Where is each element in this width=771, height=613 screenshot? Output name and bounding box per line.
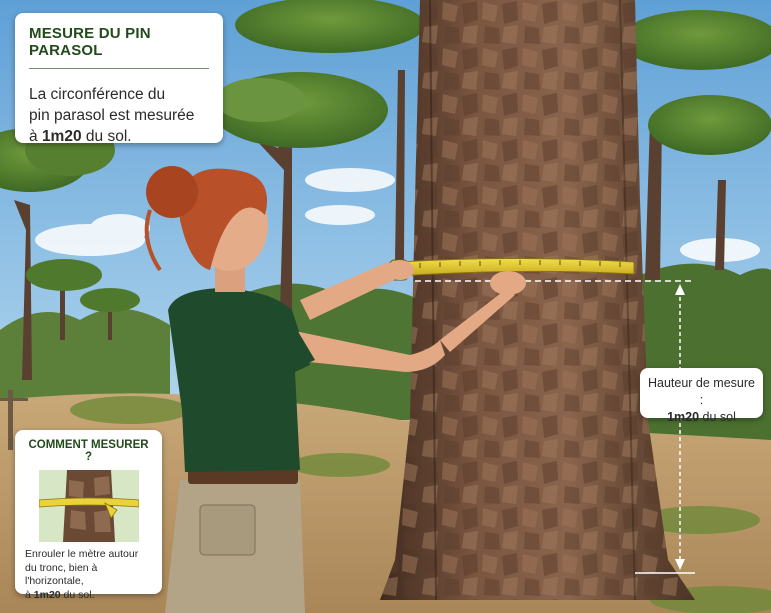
howto-card-line-2: du tronc, bien à l'horizontale, (25, 561, 98, 588)
title-card-line-1: La circonférence du (29, 86, 166, 103)
height-label-title: Hauteur de mesure : (647, 376, 755, 407)
howto-card-line-3-prefix: à (25, 588, 34, 601)
howto-card: COMMENT MESURER ? Enrouler le mètre auto… (15, 430, 162, 601)
height-label-suffix: du sol (699, 410, 736, 424)
height-label-value: 1m20 (667, 410, 700, 424)
howto-thumbnail (38, 470, 139, 542)
fence-post (8, 390, 13, 450)
umbrella-pine-small-left (26, 259, 140, 340)
howto-card-line-3-suffix: du sol. (60, 588, 95, 601)
umbrella-pine-right (620, 10, 771, 280)
dimension-arrow-icon (415, 280, 695, 574)
howto-card-height-value: 1m20 (33, 588, 61, 601)
woman-figure (144, 166, 526, 613)
title-card-text: La circonférence du pin parasol est mesu… (29, 84, 209, 147)
height-label-card: Hauteur de mesure : 1m20 du sol (640, 368, 763, 424)
howto-card-line-3: à 1m20 du sol. (25, 589, 152, 603)
howto-card-text: Enrouler le mètre autour du tronc, bien … (25, 548, 152, 602)
title-card-line-3: à 1m20 du sol. (29, 126, 209, 147)
height-label-value-line: 1m20 du sol (646, 409, 757, 426)
title-card-line-3-suffix: du sol. (81, 128, 132, 145)
thumbnail-tape-icon (38, 497, 139, 508)
howto-card-heading: COMMENT MESURER ? (28, 439, 149, 463)
title-card-line-2: pin parasol est mesurée (29, 107, 195, 124)
title-card-line-3-prefix: à (29, 128, 42, 145)
howto-card-line-1: Enrouler le mètre autour (25, 548, 139, 560)
umbrella-pine-top (235, 0, 425, 260)
grass-tufts (70, 396, 771, 613)
title-card-heading: MESURE DU PIN PARASOL (29, 25, 209, 69)
umbrella-pine-mid-left (212, 72, 388, 310)
main-pine-trunk (380, 0, 695, 601)
title-card: MESURE DU PIN PARASOL La circonférence d… (15, 13, 223, 145)
title-card-height-value: 1m20 (41, 128, 82, 145)
